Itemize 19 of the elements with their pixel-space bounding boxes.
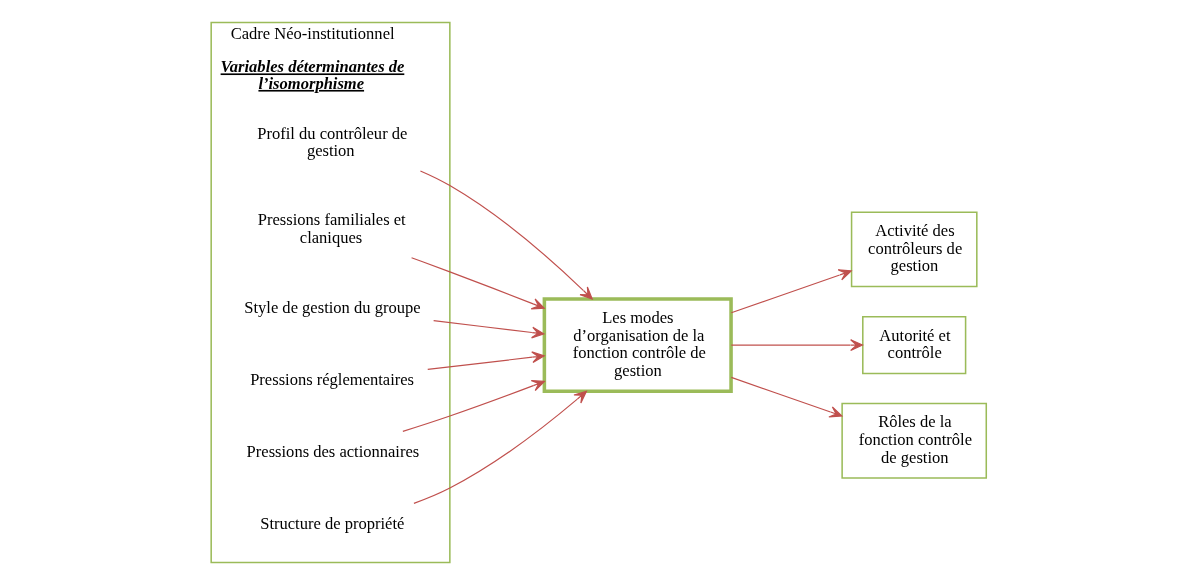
arrow [730, 376, 842, 418]
node-text: Profil du contrôleur de gestion [256, 123, 407, 161]
arrow [730, 339, 863, 351]
node-text: Structure de propriété [259, 514, 404, 534]
node-box: Autorité et contrôle [861, 315, 966, 375]
arrow [410, 257, 545, 310]
node-box: Rôles de la fonction contrôle de gestion [840, 402, 987, 479]
arrow [412, 390, 587, 504]
arrow [426, 351, 545, 370]
arrow [419, 170, 593, 300]
node-text: Style de gestion du groupe [243, 297, 421, 317]
arrow [401, 380, 545, 432]
node-text: Pressions des actionnaires [246, 441, 419, 461]
node-box: Activité des contrôleurs de gestion [850, 211, 978, 288]
node-box: Les modes d’organisation de la fonction contrôle de gestion [542, 297, 733, 393]
node-text: Pressions familiales et claniques [257, 209, 406, 247]
node-text: Pressions réglementaires [249, 369, 414, 389]
arrow [432, 320, 545, 339]
arrow [730, 269, 852, 314]
